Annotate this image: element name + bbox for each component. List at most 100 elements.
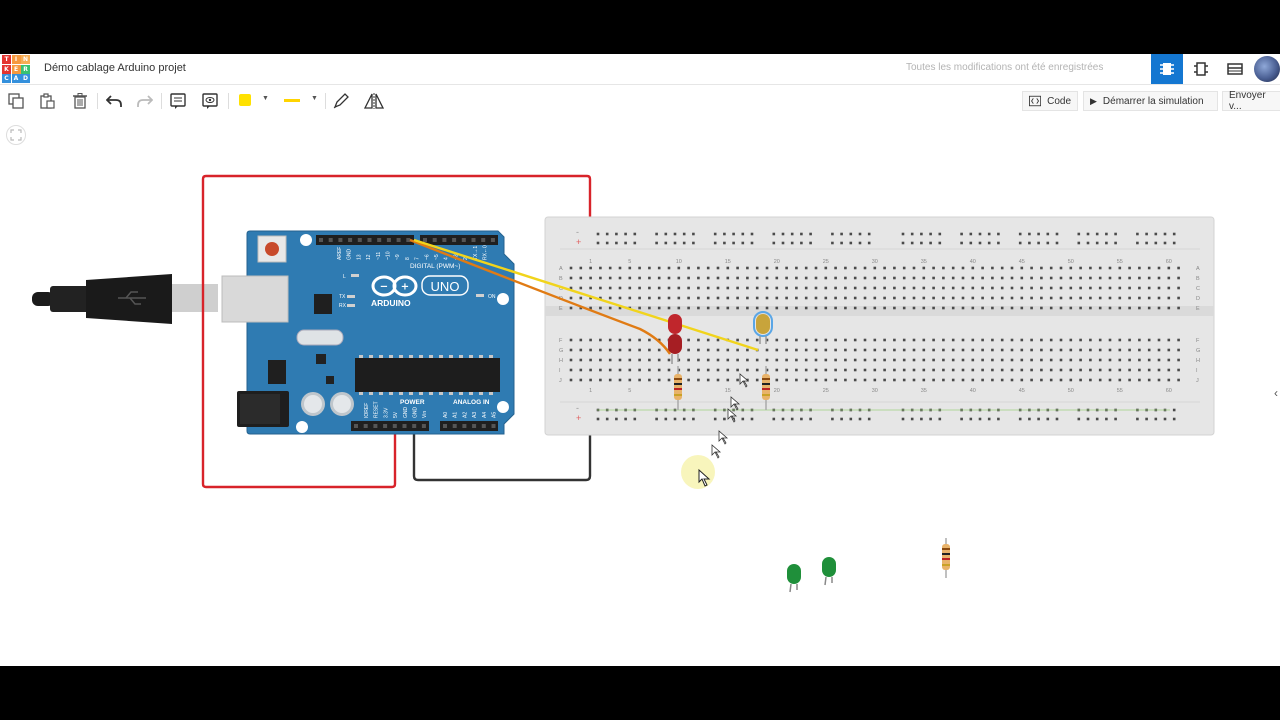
breadboard-hole[interactable]: [942, 276, 945, 280]
breadboard-hole[interactable]: [599, 338, 602, 342]
breadboard-hole[interactable]: [1098, 348, 1102, 352]
breadboard-hole[interactable]: [1059, 266, 1063, 270]
breadboard-hole[interactable]: [981, 358, 984, 362]
breadboard-hole[interactable]: [1177, 378, 1180, 382]
breadboard-hole[interactable]: [599, 358, 602, 362]
breadboard-hole[interactable]: [608, 276, 612, 280]
breadboard-hole[interactable]: [795, 276, 798, 280]
breadboard-hole[interactable]: [795, 266, 798, 270]
rail-hole[interactable]: [1086, 417, 1090, 421]
breadboard-hole[interactable]: [804, 276, 808, 280]
breadboard-hole[interactable]: [844, 358, 847, 362]
breadboard-hole[interactable]: [824, 378, 828, 382]
header-pin[interactable]: [481, 424, 486, 428]
breadboard-hole[interactable]: [1030, 276, 1033, 280]
rail-hole[interactable]: [655, 417, 658, 421]
breadboard-hole[interactable]: [716, 286, 720, 290]
rail-hole[interactable]: [929, 232, 932, 236]
panel-collapse-handle[interactable]: ‹: [1274, 386, 1278, 400]
breadboard-hole[interactable]: [893, 368, 896, 372]
resistor-2[interactable]: [762, 366, 770, 410]
breadboard-hole[interactable]: [746, 306, 749, 310]
breadboard-hole[interactable]: [912, 276, 916, 280]
breadboard-hole[interactable]: [932, 296, 935, 300]
breadboard-hole[interactable]: [961, 306, 965, 310]
rail-hole[interactable]: [1055, 417, 1059, 421]
breadboard-hole[interactable]: [1118, 378, 1122, 382]
breadboard-hole[interactable]: [1069, 296, 1073, 300]
breadboard-hole[interactable]: [1010, 358, 1014, 362]
rail-hole[interactable]: [858, 232, 862, 236]
breadboard-hole[interactable]: [746, 368, 749, 372]
breadboard-hole[interactable]: [814, 358, 818, 362]
rail-hole[interactable]: [713, 232, 717, 236]
breadboard-hole[interactable]: [1000, 266, 1004, 270]
breadboard-hole[interactable]: [981, 306, 984, 310]
breadboard-hole[interactable]: [1010, 296, 1014, 300]
rail-hole[interactable]: [1172, 408, 1176, 412]
breadboard-hole[interactable]: [902, 338, 906, 342]
delete-button[interactable]: [70, 91, 90, 111]
breadboard-hole[interactable]: [687, 368, 690, 372]
breadboard-hole[interactable]: [1040, 306, 1043, 310]
header-pin[interactable]: [383, 424, 388, 428]
rail-hole[interactable]: [781, 417, 785, 421]
breadboard-hole[interactable]: [697, 286, 700, 290]
breadboard-hole[interactable]: [1089, 266, 1092, 270]
breadboard-hole[interactable]: [775, 368, 779, 372]
breadboard-hole[interactable]: [1098, 368, 1102, 372]
rail-hole[interactable]: [831, 232, 834, 236]
breadboard-hole[interactable]: [1089, 338, 1092, 342]
breadboard-hole[interactable]: [1020, 276, 1024, 280]
breadboard-hole[interactable]: [618, 338, 622, 342]
breadboard-hole[interactable]: [638, 358, 641, 362]
breadboard-hole[interactable]: [775, 296, 779, 300]
breadboard-hole[interactable]: [853, 306, 857, 310]
rail-hole[interactable]: [849, 232, 853, 236]
breadboard-hole[interactable]: [932, 266, 935, 270]
breadboard-hole[interactable]: [697, 358, 700, 362]
breadboard-hole[interactable]: [961, 358, 965, 362]
header-pin[interactable]: [471, 238, 476, 242]
breadboard-hole[interactable]: [1167, 296, 1171, 300]
breadboard-hole[interactable]: [932, 378, 935, 382]
breadboard-hole[interactable]: [657, 368, 661, 372]
header-pin[interactable]: [328, 238, 333, 242]
breadboard-hole[interactable]: [1167, 378, 1171, 382]
breadboard-hole[interactable]: [1030, 358, 1033, 362]
breadboard-hole[interactable]: [932, 368, 935, 372]
breadboard-hole[interactable]: [687, 348, 690, 352]
breadboard-hole[interactable]: [863, 348, 867, 352]
breadboard-hole[interactable]: [991, 378, 994, 382]
breadboard-hole[interactable]: [1049, 348, 1053, 352]
rail-hole[interactable]: [840, 232, 843, 236]
breadboard-hole[interactable]: [922, 378, 926, 382]
breadboard-hole[interactable]: [1000, 306, 1004, 310]
rail-hole[interactable]: [1018, 232, 1022, 236]
breadboard-hole[interactable]: [765, 276, 769, 280]
breadboard-hole[interactable]: [863, 306, 867, 310]
rail-hole[interactable]: [969, 241, 973, 245]
breadboard-hole[interactable]: [785, 378, 788, 382]
breadboard-hole[interactable]: [755, 378, 759, 382]
breadboard-hole[interactable]: [814, 378, 818, 382]
rail-hole[interactable]: [929, 417, 932, 421]
breadboard-hole[interactable]: [569, 286, 573, 290]
breadboard-hole[interactable]: [589, 348, 592, 352]
rail-hole[interactable]: [929, 241, 932, 245]
breadboard-hole[interactable]: [1089, 286, 1092, 290]
breadboard-hole[interactable]: [1079, 358, 1082, 362]
breadboard-hole[interactable]: [785, 368, 788, 372]
breadboard-hole[interactable]: [991, 296, 994, 300]
breadboard-hole[interactable]: [1059, 286, 1063, 290]
breadboard-hole[interactable]: [746, 276, 749, 280]
resistor-1[interactable]: [674, 366, 682, 410]
breadboard-hole[interactable]: [1118, 266, 1122, 270]
breadboard-hole[interactable]: [902, 378, 906, 382]
rail-hole[interactable]: [655, 232, 658, 236]
breadboard-hole[interactable]: [1079, 276, 1082, 280]
breadboard-hole[interactable]: [716, 358, 720, 362]
breadboard-hole[interactable]: [667, 296, 671, 300]
rail-hole[interactable]: [741, 417, 745, 421]
breadboard-hole[interactable]: [765, 338, 769, 342]
